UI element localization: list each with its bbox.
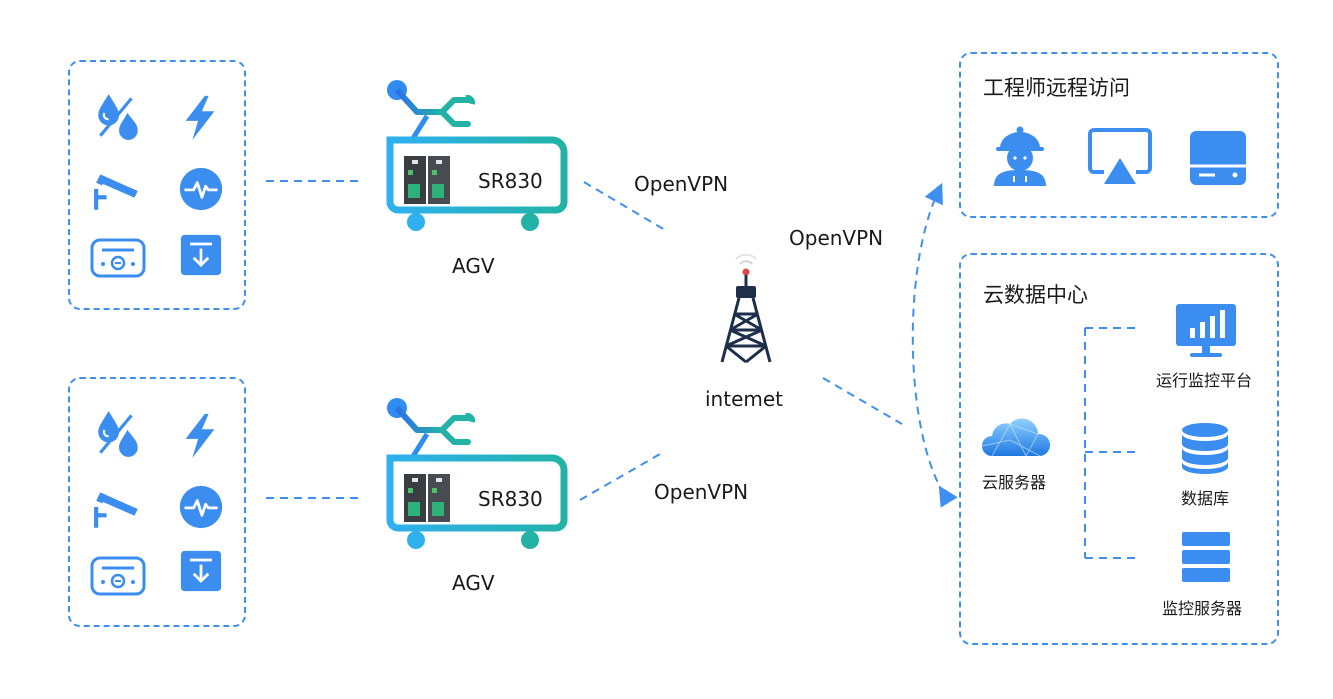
airplay-icon — [1088, 128, 1152, 184]
agv-caption: AGV — [452, 571, 495, 595]
server-panel-icon — [1190, 131, 1246, 185]
agv-device-label: SR830 — [478, 169, 543, 193]
remote-access-title: 工程师远程访问 — [983, 76, 1130, 100]
server-stack-icon — [1182, 532, 1230, 582]
antenna-tower-icon — [720, 253, 772, 364]
link-label-right: OpenVPN — [789, 226, 884, 250]
remote-access-box — [959, 52, 1279, 218]
engineer-icon — [994, 126, 1046, 186]
link-label-bottom: OpenVPN — [654, 480, 749, 504]
sensor-group-top — [68, 60, 246, 310]
monitor-chart-icon — [1176, 304, 1236, 357]
agv-vehicle — [382, 394, 572, 554]
cloud-center-title: 云数据中心 — [983, 283, 1088, 307]
cloud-icon — [981, 418, 1051, 457]
database-icon — [1182, 423, 1228, 474]
tower-label: intemet — [705, 387, 784, 411]
monitor-server-label: 监控服务器 — [1162, 599, 1243, 618]
agv-vehicle — [382, 76, 572, 236]
agv-caption: AGV — [452, 254, 495, 278]
cloud-data-center-box — [959, 253, 1279, 645]
agv-device-label: SR830 — [478, 487, 543, 511]
cloud-server-label: 云服务器 — [982, 473, 1047, 492]
platform-label: 运行监控平台 — [1156, 371, 1253, 390]
database-label: 数据库 — [1181, 489, 1230, 508]
sensor-group-bottom — [68, 377, 246, 627]
link-label-top: OpenVPN — [634, 172, 729, 196]
